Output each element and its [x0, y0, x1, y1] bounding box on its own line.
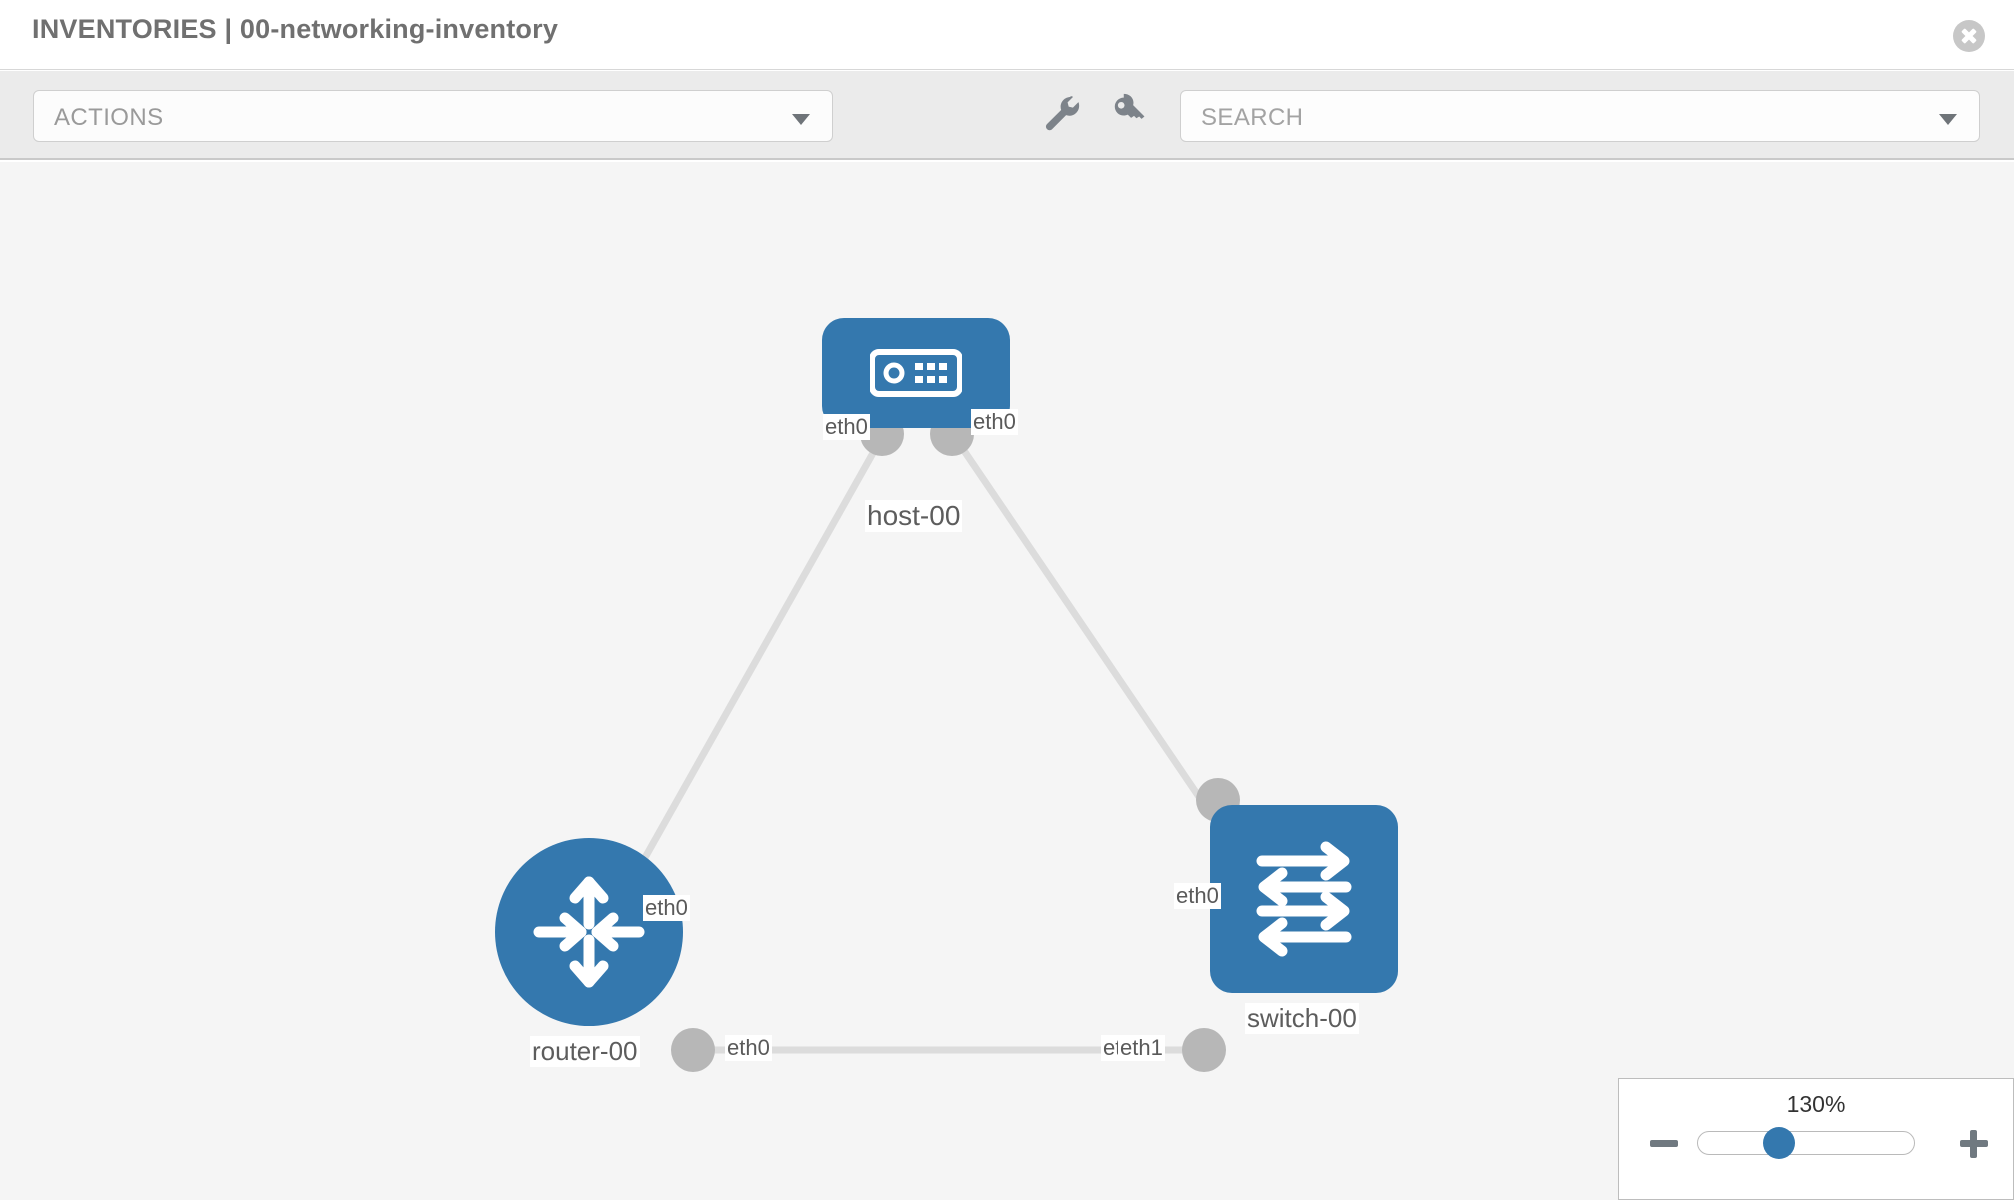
plus-icon[interactable] [1957, 1127, 1991, 1161]
minus-icon[interactable] [1647, 1127, 1681, 1161]
zoom-control-panel: 130% [1618, 1078, 2014, 1200]
zoom-level-value: 130% [1786, 1091, 1846, 1117]
node-label-router-00: router-00 [530, 1036, 640, 1067]
toolbar: ACTIONS SEARCH [0, 71, 2014, 160]
chevron-down-icon [792, 114, 810, 125]
search-input[interactable]: SEARCH [1180, 90, 1980, 142]
router-node-shape[interactable] [495, 838, 683, 1026]
actions-dropdown[interactable]: ACTIONS [33, 90, 833, 142]
edge-label-host-left: eth0 [823, 414, 870, 440]
close-icon[interactable] [1953, 20, 1985, 52]
knob-switch-left[interactable] [1182, 1028, 1226, 1072]
page-title: INVENTORIES | 00-networking-inventory [32, 14, 559, 44]
wrench-icon[interactable] [1041, 93, 1085, 137]
edge-label-router-right: eth0 [725, 1035, 772, 1061]
link-host-router [616, 428, 890, 904]
node-label-switch-00: switch-00 [1245, 1003, 1359, 1034]
edge-label-router-up: eth0 [643, 895, 690, 921]
switch-node-shape[interactable] [1210, 805, 1398, 993]
switch-arrows-icon [1256, 841, 1352, 957]
actions-dropdown-label: ACTIONS [54, 104, 164, 131]
page-header: INVENTORIES | 00-networking-inventory [0, 0, 2014, 70]
server-icon [870, 349, 962, 397]
node-label-host-00: host-00 [865, 500, 963, 532]
edge-label-switch-left: eth1 [1118, 1035, 1165, 1061]
search-placeholder: SEARCH [1201, 104, 1304, 131]
zoom-slider-track[interactable] [1697, 1131, 1915, 1155]
edge-label-switch-up: eth0 [1174, 883, 1221, 909]
zoom-slider-thumb[interactable] [1763, 1127, 1795, 1159]
router-arrows-icon [533, 876, 645, 988]
edge-label-host-right: eth0 [971, 409, 1018, 435]
chevron-down-icon[interactable] [1939, 114, 1957, 125]
topology-links [616, 428, 1253, 1054]
key-icon[interactable] [1108, 93, 1152, 137]
knob-router-right[interactable] [671, 1028, 715, 1072]
topology-canvas[interactable]: host-00 router-00 [0, 162, 2014, 1200]
